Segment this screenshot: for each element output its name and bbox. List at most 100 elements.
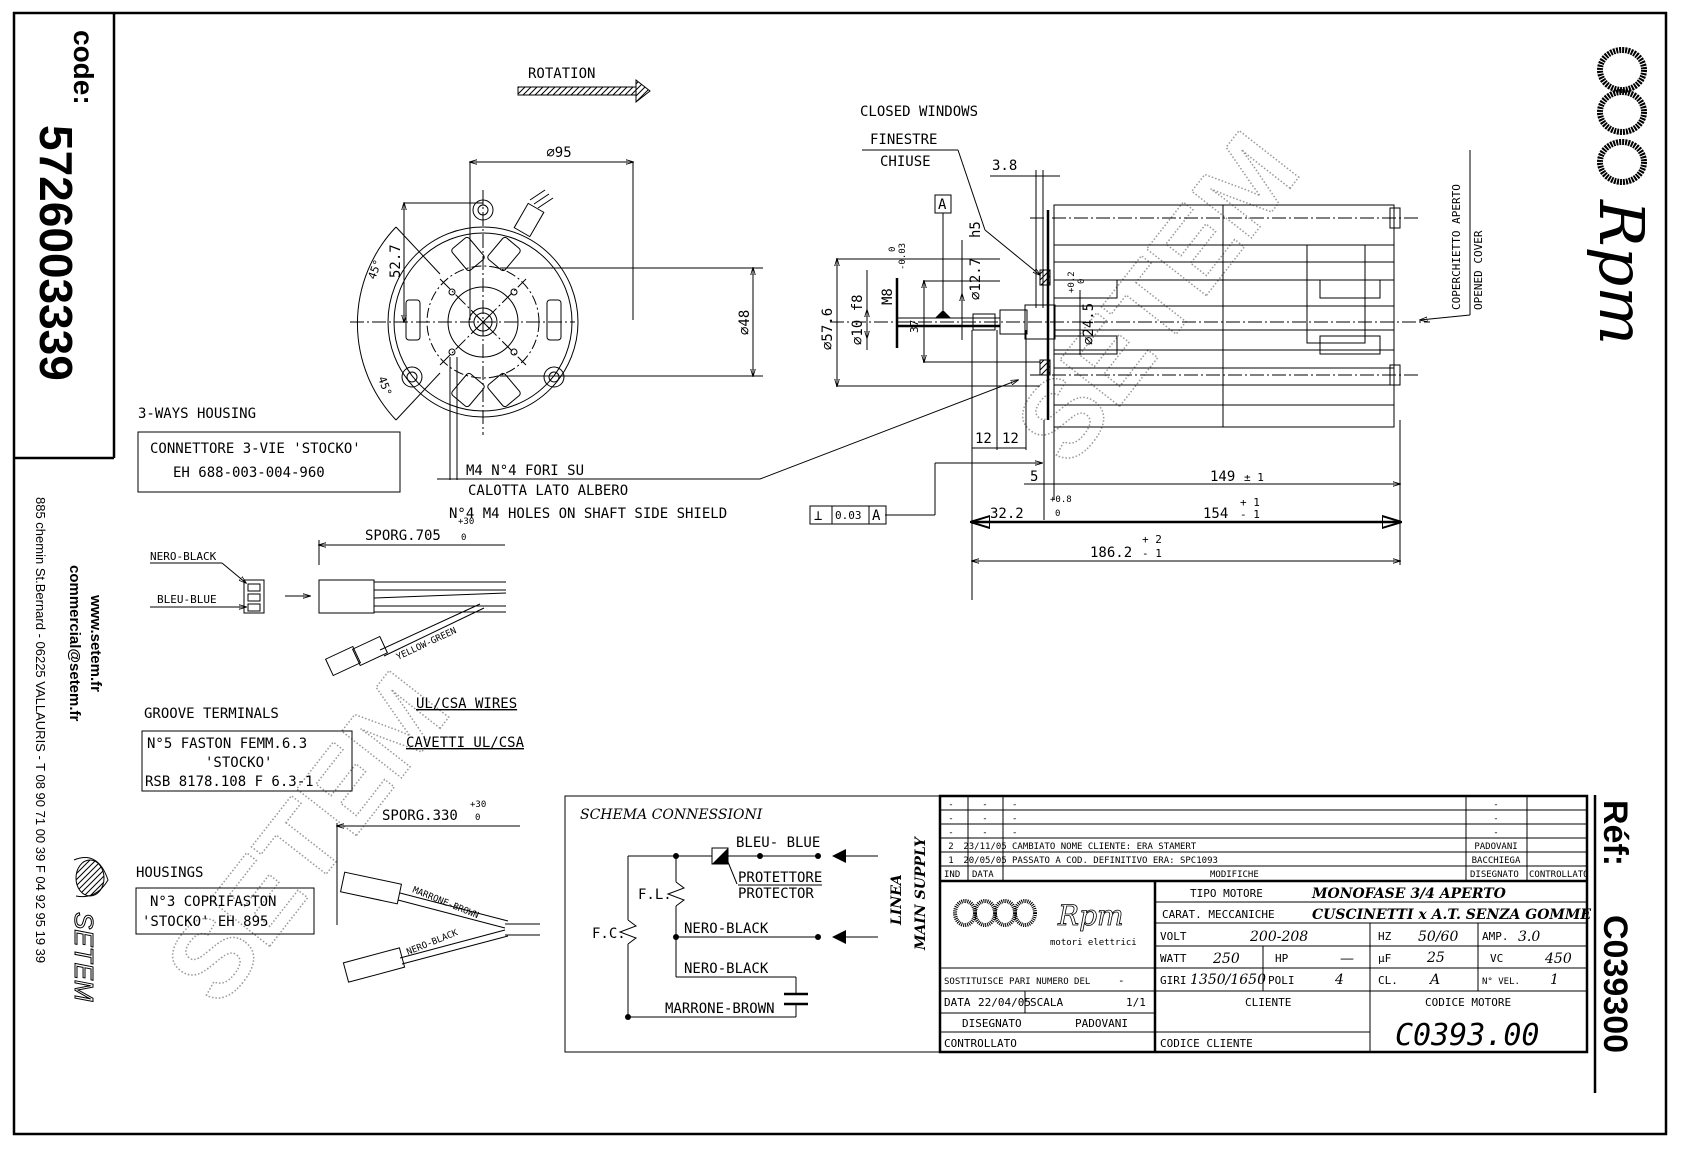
cliente-label: CLIENTE — [1245, 996, 1291, 1009]
rpm-coils-icon — [1597, 47, 1647, 185]
company-address: 885 chemin St.Bernard - 06225 VALLAURIS … — [33, 497, 48, 963]
revision-row: ---- — [948, 800, 1498, 810]
revision-cell-ind: - — [948, 814, 953, 824]
poli-label: POLI — [1268, 974, 1295, 987]
groove-terminals-line1: N°5 FASTON FEMM.6.3 — [147, 736, 307, 752]
dim-32-2-tol-plus: +0.8 — [1050, 495, 1072, 505]
cl-value: A — [1428, 972, 1440, 988]
wiring-schematic: SCHEMA CONNESSIONI BLEU- BLUE PROTETTORE… — [580, 807, 929, 1020]
dim-angle-top: 45° — [366, 258, 385, 281]
title-block-logo-text: Rpm — [1057, 899, 1124, 932]
dim-154-tol-minus: - 1 — [1240, 508, 1260, 521]
controllato-label: CONTROLLATO — [944, 1037, 1017, 1050]
rpm-logo: Rpm — [1585, 47, 1658, 345]
holes-note-line3: N°4 M4 HOLES ON SHAFT SIDE SHIELD — [449, 506, 727, 522]
hz-label: HZ — [1378, 930, 1392, 943]
revision-cell-mod: PASSATO A COD. DEFINITIVO ERA: SPC1093 — [1012, 856, 1218, 866]
dim-186-2: 186.2 — [1090, 545, 1132, 561]
motor-side-view: CLOSED WINDOWS FINESTRE CHIUSE — [809, 104, 1485, 600]
dim-149: 149 — [1210, 469, 1235, 485]
scala-label: SCALA — [1030, 996, 1063, 1009]
carat-value: CUSCINETTI x A.T. SENZA GOMME — [1312, 907, 1591, 923]
setem-bird-logo-icon — [73, 857, 109, 898]
cl-label: CL. — [1378, 974, 1398, 987]
connector-detail: NERO-BLACK BLEU-BLUE SPORG.705 +30 0 YEL… — [150, 517, 507, 677]
tipo-motore-value: MONOFASE 3/4 APERTO — [1311, 886, 1507, 902]
finestre-label: FINESTRE — [870, 132, 937, 148]
housings-title: HOUSINGS — [136, 865, 203, 881]
dim-tol-003: -0.03 — [898, 243, 908, 270]
revision-cell-data: 23/11/05 — [963, 842, 1006, 852]
schema-nero1: NERO-BLACK — [684, 921, 769, 937]
perpendicular-icon: ⊥ — [814, 508, 822, 524]
ref-label: Réf: — [1596, 800, 1634, 866]
nvel-label: N° VEL. — [1482, 977, 1520, 987]
ul-csa-cavetti: CAVETTI UL/CSA — [406, 735, 525, 751]
connector-wire-black: NERO-BLACK — [150, 550, 217, 563]
dim-24-5: ⌀24.5 — [1081, 303, 1097, 345]
dim-24-5-tol-minus: 0 — [1077, 279, 1087, 284]
carat-label: CARAT. MECCANICHE — [1162, 908, 1275, 921]
dim-tol-0: 0 — [888, 247, 898, 252]
vc-label: VC — [1490, 952, 1503, 965]
dim-3-8: 3.8 — [992, 158, 1017, 174]
sostituisce-label: SOSTITUISCE PARI NUMERO DEL — [944, 977, 1090, 987]
hp-label: HP — [1275, 952, 1289, 965]
sporg-705-tol-plus: +30 — [458, 517, 474, 527]
revision-cell-mod: - — [1012, 814, 1017, 824]
code-value: 5726003339 — [30, 125, 82, 381]
revision-cell-ind: - — [948, 800, 953, 810]
dim-186-2-tol-plus: + 2 — [1142, 533, 1162, 546]
revision-cell-dis: - — [1493, 828, 1498, 838]
schema-fl: F.L. — [638, 887, 672, 903]
hp-value: — — [1340, 951, 1354, 967]
codice-cliente-label: CODICE CLIENTE — [1160, 1037, 1253, 1050]
contact-block: www.setem.fr commercial@setem.fr 885 che… — [33, 497, 109, 1002]
dim-32-2: 32.2 — [990, 506, 1024, 522]
watermark-setem-1: SETEM — [992, 110, 1322, 484]
revision-cell-dis: - — [1493, 814, 1498, 824]
tolerance-datum: A — [872, 508, 881, 524]
holes-note-line1: M4 N°4 FORI SU — [466, 463, 584, 479]
groove-terminals-title: GROOVE TERMINALS — [144, 706, 279, 722]
scala-value: 1/1 — [1126, 996, 1146, 1009]
datum-a: A — [938, 197, 947, 213]
rotation-arrow-icon — [517, 78, 651, 104]
schema-nero2: NERO-BLACK — [684, 961, 769, 977]
rev-header-modifiche: MODIFICHE — [1210, 870, 1259, 880]
hz-value: 50/60 — [1418, 929, 1458, 945]
uf-value: 25 — [1426, 950, 1445, 966]
dim-h5: h5 — [968, 221, 984, 238]
watt-value: 250 — [1212, 951, 1240, 967]
email-link[interactable]: commercial@setem.fr — [66, 565, 83, 722]
dim-12a: 12 — [975, 431, 992, 447]
website-link[interactable]: www.setem.fr — [87, 594, 104, 692]
supply-arrow-icon — [832, 849, 846, 863]
nvel-value: 1 — [1550, 972, 1559, 988]
wire-black-label: NERO-BLACK — [405, 928, 460, 958]
revision-cell-ind: 1 — [948, 856, 953, 866]
poli-value: 4 — [1334, 972, 1344, 988]
rev-header-controllato: CONTROLLATO — [1529, 870, 1589, 880]
sostituisce-value: - — [1118, 974, 1125, 987]
housing-3way-line1: CONNETTORE 3-VIE 'STOCKO' — [150, 441, 361, 457]
revision-cell-mod: - — [1012, 828, 1017, 838]
cable-exit-icon — [513, 189, 554, 238]
rpm-logo-text: Rpm — [1585, 199, 1658, 345]
dim-149-tol: ± 1 — [1244, 471, 1264, 484]
groove-terminals-line2: 'STOCKO' — [205, 755, 272, 771]
dim-154-tol-plus: + 1 — [1240, 496, 1260, 509]
giri-value: 1350/1650 — [1190, 972, 1266, 988]
ground-wire-label: YELLOW-GREEN — [395, 626, 458, 663]
sporg-330-tol-minus: 0 — [475, 813, 480, 823]
dim-52-7: 52.7 — [388, 244, 404, 278]
groove-terminals-line3: RSB 8178.108 F 6.3-1 — [145, 774, 314, 790]
connector-wire-blue: BLEU-BLUE — [157, 593, 217, 606]
dim-diameter-95: ⌀95 — [546, 145, 571, 161]
supply-arrow-icon-2 — [832, 930, 846, 944]
title-block-rpm-logo: Rpm motori elettrici — [953, 899, 1137, 948]
wire-brown-label: MARRONE-BROWN — [411, 886, 480, 922]
codice-motore-label: CODICE MOTORE — [1425, 996, 1511, 1009]
volt-label: VOLT — [1160, 930, 1187, 943]
